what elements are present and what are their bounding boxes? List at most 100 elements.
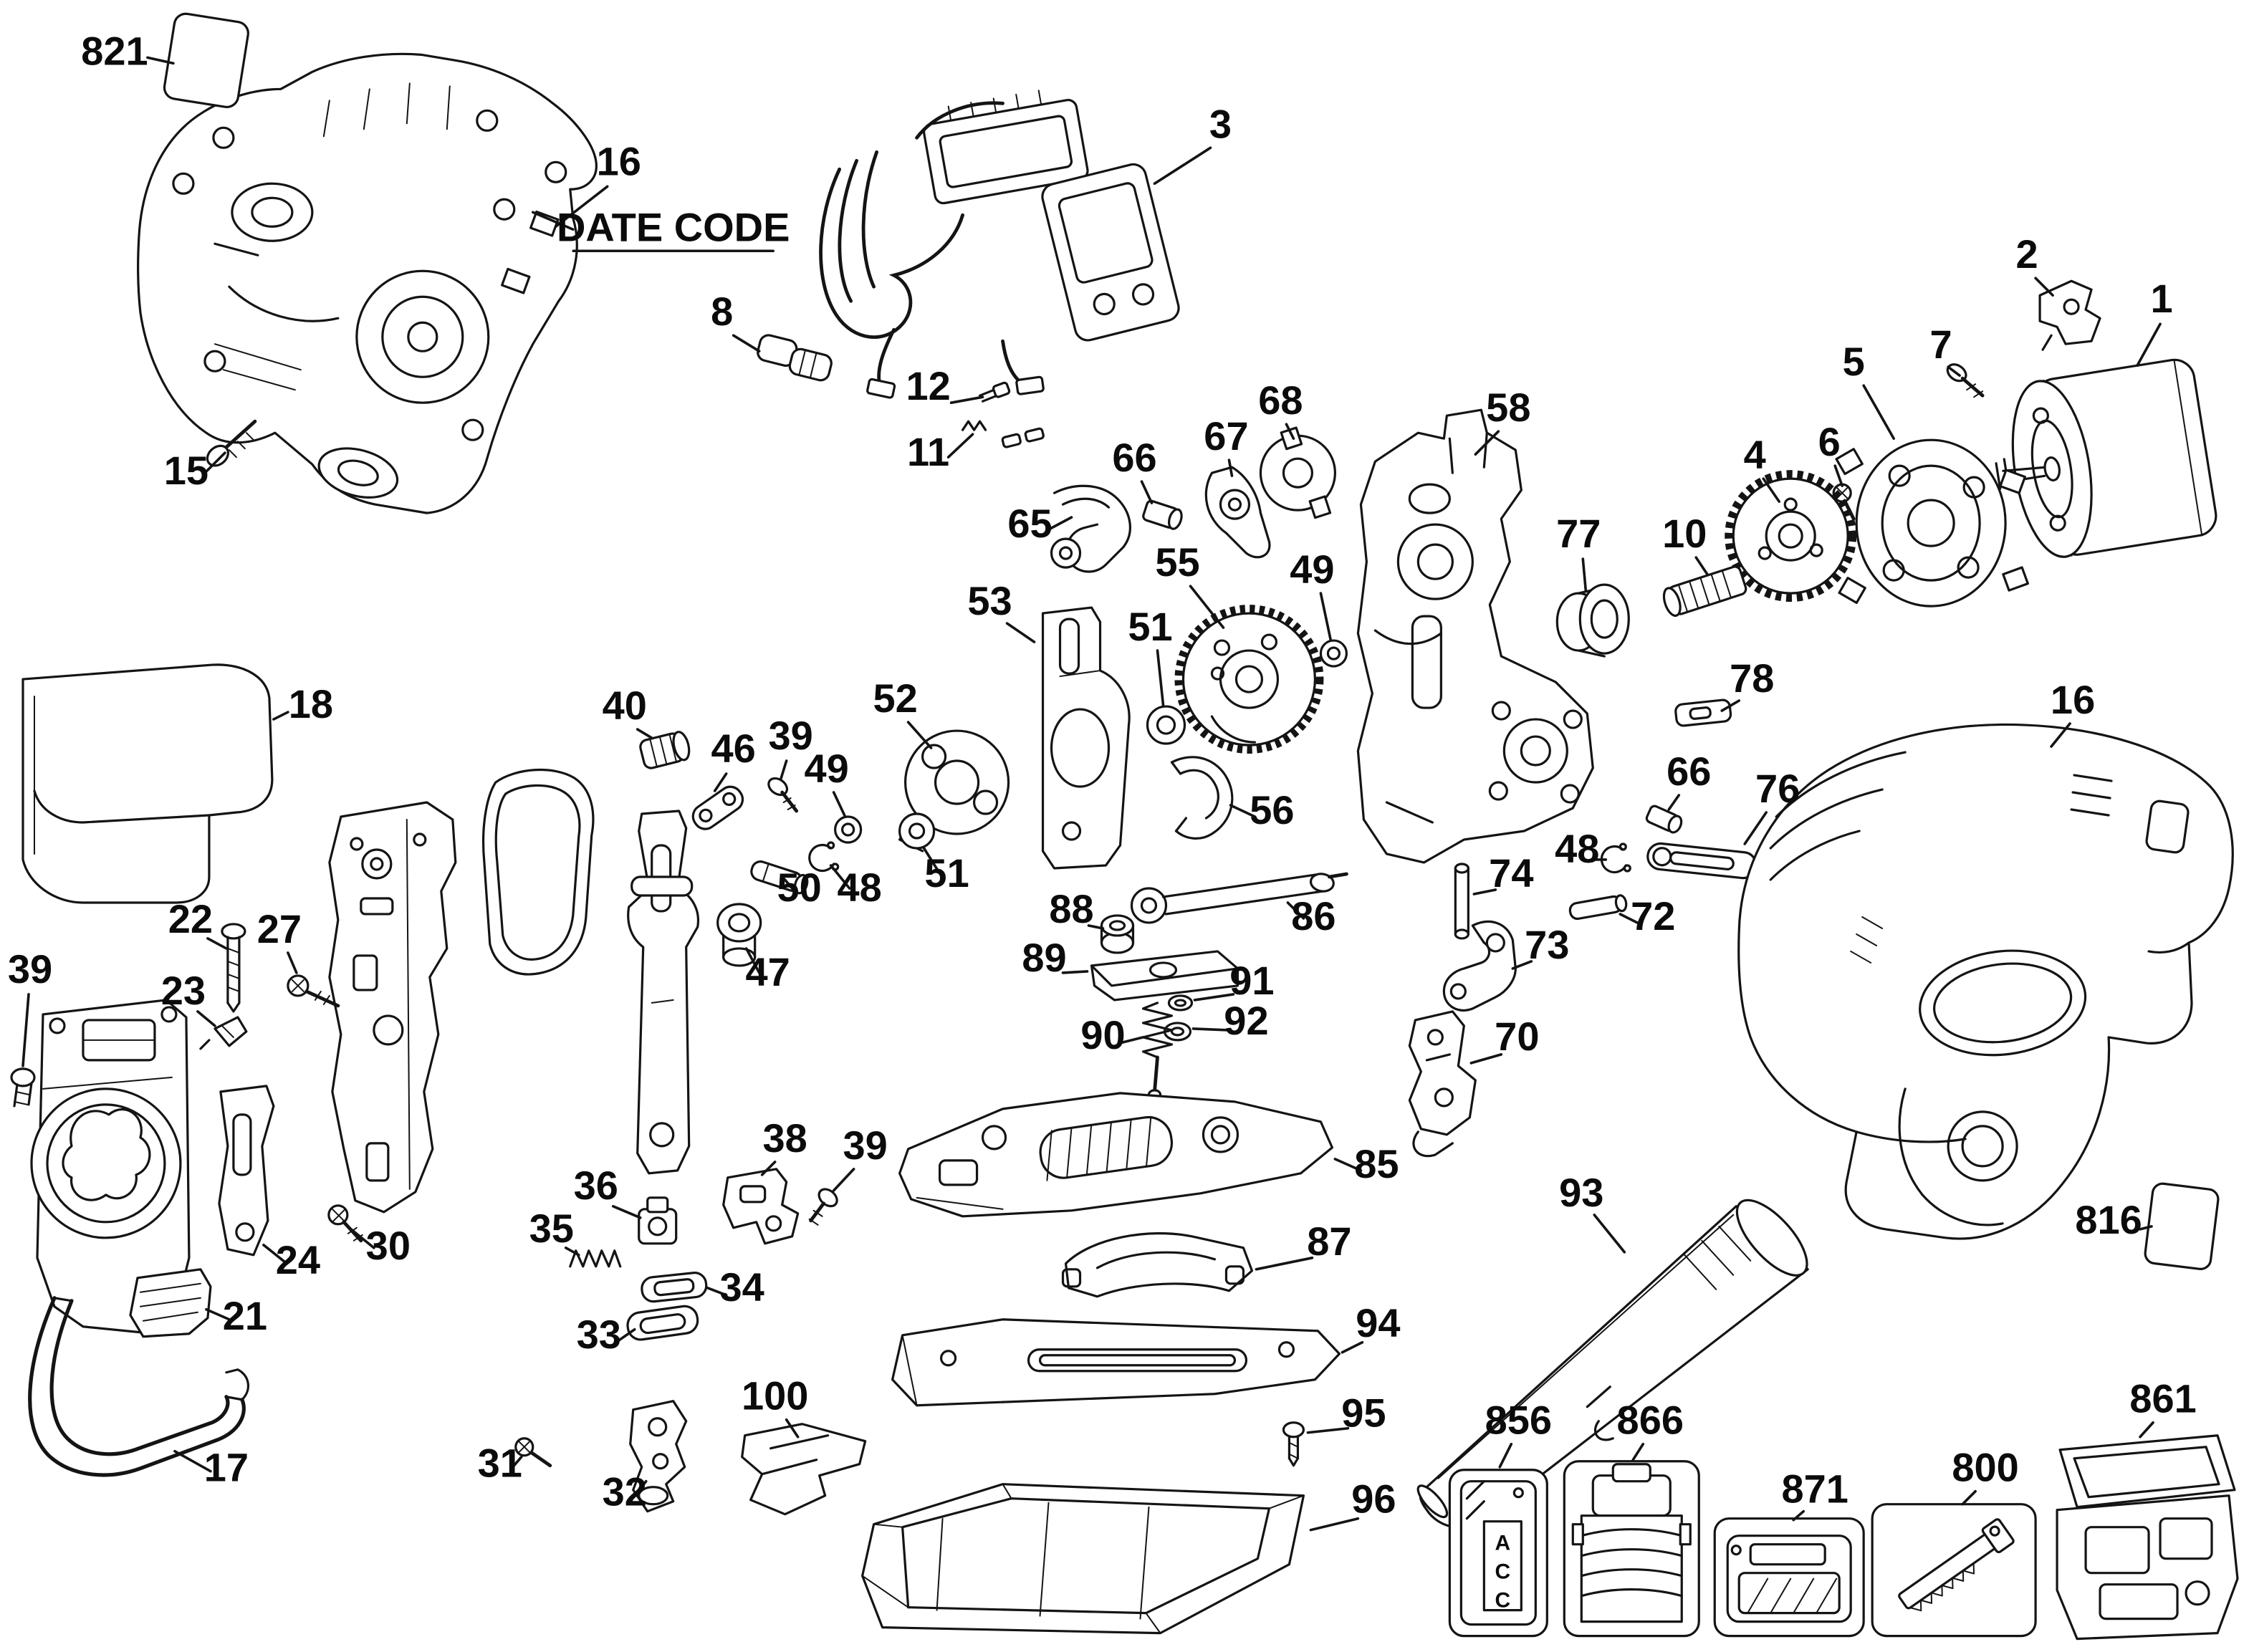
leader-line xyxy=(554,185,609,229)
part-guide-56 xyxy=(1170,756,1234,840)
leader-line xyxy=(1286,901,1305,920)
part-counterweight-89 xyxy=(1090,950,1239,1002)
part-label-88: 88 xyxy=(1049,886,1093,931)
leader-line xyxy=(779,759,788,781)
leader-line xyxy=(1319,592,1333,642)
part-label-86: 86 xyxy=(1291,893,1336,938)
leader-line xyxy=(2139,1421,2154,1439)
part-label-95: 95 xyxy=(1341,1391,1386,1436)
part-connector-8 xyxy=(757,334,833,382)
part-label-66: 66 xyxy=(1112,435,1156,480)
part-label-35: 35 xyxy=(529,1206,574,1251)
part-label-55: 55 xyxy=(1155,539,1199,585)
leader-line xyxy=(350,1228,375,1249)
part-gasket-26 xyxy=(481,768,595,976)
part-battery-866 xyxy=(1563,1460,1700,1638)
part-label-100: 100 xyxy=(742,1373,808,1418)
part-label-51: 51 xyxy=(924,850,969,895)
leader-line xyxy=(732,334,761,353)
part-label-39: 39 xyxy=(843,1123,887,1168)
part-label-4: 4 xyxy=(1744,432,1766,477)
part-lever-plate-37 xyxy=(627,810,700,1175)
part-label-51: 51 xyxy=(1128,604,1172,649)
leader-line xyxy=(146,56,175,65)
leader-line xyxy=(1048,516,1073,530)
part-roller-66b xyxy=(1645,805,1683,834)
part-cam-68 xyxy=(1259,426,1337,519)
part-hub-52 xyxy=(898,729,1010,853)
part-clip-78 xyxy=(1674,698,1732,727)
part-label-65: 65 xyxy=(1007,501,1052,546)
leader-line xyxy=(1961,1489,1977,1506)
leader-line xyxy=(832,1168,855,1192)
part-gear-4 xyxy=(1725,470,1857,602)
part-label-5: 5 xyxy=(1843,339,1865,384)
leader-line xyxy=(2034,277,2054,297)
part-screw-95 xyxy=(1282,1421,1305,1467)
leader-line xyxy=(922,847,940,873)
leader-line xyxy=(1498,1442,1513,1469)
part-bushing-88 xyxy=(1100,914,1135,954)
leader-line xyxy=(614,1327,636,1344)
part-label-72: 72 xyxy=(1631,893,1675,938)
part-shaft-86 xyxy=(1130,872,1348,924)
part-label-15: 15 xyxy=(164,448,208,493)
part-screw-27 xyxy=(287,974,340,1008)
leader-line xyxy=(1792,1509,1805,1522)
leader-line xyxy=(21,993,30,1067)
part-label-8: 8 xyxy=(711,289,733,334)
part-label-68: 68 xyxy=(1258,378,1303,423)
part-label-30: 30 xyxy=(366,1223,411,1268)
part-fan-baffle-5 xyxy=(1835,438,2029,608)
leader-line xyxy=(196,1010,216,1027)
leader-line xyxy=(1061,970,1089,974)
leader-line xyxy=(511,1455,523,1469)
leader-line xyxy=(1229,804,1257,818)
part-brush-holder-2 xyxy=(2038,279,2101,351)
part-label-36: 36 xyxy=(574,1163,618,1208)
leader-line xyxy=(1227,458,1234,477)
part-roller-47 xyxy=(716,903,762,967)
part-label-17: 17 xyxy=(204,1445,249,1490)
part-label-52: 52 xyxy=(873,676,917,721)
leader-line xyxy=(531,211,575,231)
part-pin-40 xyxy=(639,731,691,769)
acc-letter-1: A xyxy=(1495,1532,1511,1555)
part-label-91: 91 xyxy=(1229,958,1274,1003)
leader-line xyxy=(1087,924,1105,930)
leader-line xyxy=(205,1307,231,1321)
part-motor-housing-half xyxy=(137,52,598,514)
part-label-73: 73 xyxy=(1525,922,1569,967)
part-label-plate-821 xyxy=(163,12,249,109)
leader-line xyxy=(946,433,974,458)
leader-line xyxy=(1309,1517,1360,1532)
part-label-plate-816 xyxy=(2144,1182,2220,1270)
part-label-2: 2 xyxy=(2016,231,2038,277)
leader-line xyxy=(2136,322,2162,368)
leader-line xyxy=(1862,384,1895,440)
leader-line xyxy=(1474,430,1500,456)
part-label-89: 89 xyxy=(1022,935,1066,980)
part-support-plate-25 xyxy=(328,801,457,1214)
part-bracket-38 xyxy=(722,1168,800,1245)
part-antisplinter-100 xyxy=(741,1423,867,1516)
leader-line xyxy=(1191,1027,1229,1032)
part-label-11: 11 xyxy=(907,429,949,474)
part-pin-74 xyxy=(1454,863,1469,940)
part-label-39: 39 xyxy=(8,946,52,991)
leader-line xyxy=(1153,146,1212,186)
leader-line xyxy=(1472,888,1497,895)
leader-line xyxy=(1593,1214,1626,1254)
part-pinion-10 xyxy=(1662,565,1747,618)
part-label-66: 66 xyxy=(1667,749,1711,794)
leader-line xyxy=(1511,960,1533,970)
part-label-58: 58 xyxy=(1486,385,1530,430)
leader-line xyxy=(287,951,298,974)
part-label-48: 48 xyxy=(1555,826,1599,871)
part-label-90: 90 xyxy=(1080,1012,1125,1057)
leader-line xyxy=(1581,557,1588,592)
part-accessory-box-856: A C C xyxy=(1448,1469,1548,1638)
leader-line xyxy=(1469,1053,1503,1065)
part-label-16: 16 xyxy=(2051,677,2095,722)
